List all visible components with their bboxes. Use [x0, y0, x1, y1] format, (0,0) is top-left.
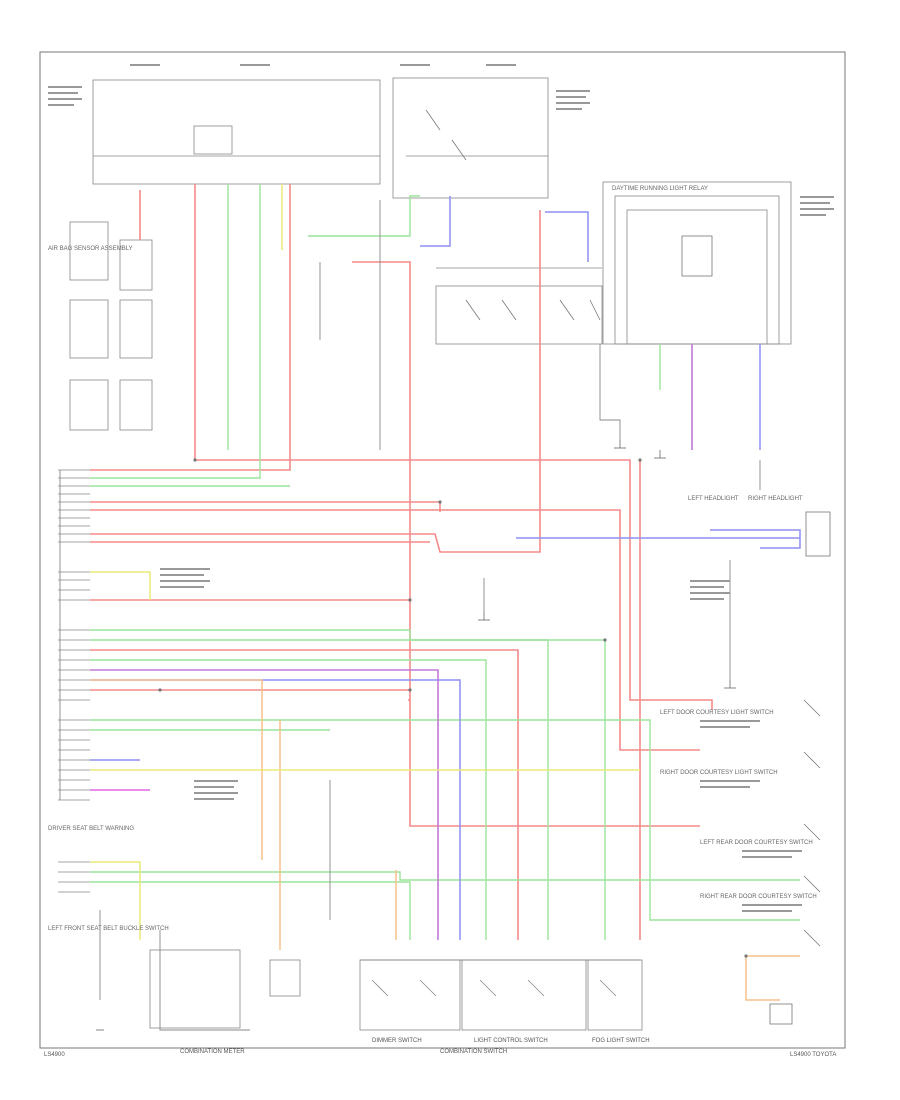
label-left-block-2: DRIVER SEAT BELT WARNING	[48, 826, 134, 832]
diagram-frame	[39, 51, 846, 1049]
label-right-top-block: DAYTIME RUNNING LIGHT RELAY	[612, 186, 708, 192]
relay-contacts	[425, 109, 713, 321]
label-dimmer-switch: DIMMER SWITCH	[372, 1038, 422, 1044]
label-fog-light-switch: FOG LIGHT SWITCH	[592, 1038, 650, 1044]
label-left-headlight: LEFT HEADLIGHT	[688, 496, 739, 502]
splice-dots	[158, 458, 748, 958]
label-right-relay-1: LEFT DOOR COURTESY LIGHT SWITCH	[660, 710, 774, 716]
label-right-relay-2: RIGHT DOOR COURTESY LIGHT SWITCH	[660, 770, 778, 776]
label-light-control-switch: LIGHT CONTROL SWITCH	[474, 1038, 548, 1044]
label-right-relay-3: LEFT REAR DOOR COURTESY SWITCH	[700, 840, 813, 846]
label-right-headlight: RIGHT HEADLIGHT	[748, 496, 803, 502]
microtext-strips	[48, 64, 834, 912]
label-left-block-3: AIR BAG SENSOR ASSEMBLY	[48, 246, 133, 252]
ground-symbols	[96, 440, 736, 1031]
label-right-relay-4: RIGHT REAR DOOR COURTESY SWITCH	[700, 894, 817, 900]
bottom-switch-row	[149, 949, 643, 1031]
footer-left-code: LS4900	[44, 1052, 65, 1058]
left-connector-pins	[58, 469, 90, 893]
top-fuse-block	[92, 77, 792, 345]
left-upper-block	[69, 221, 153, 431]
right-switch-contacts	[769, 511, 831, 1025]
wire-yellow	[90, 184, 640, 940]
label-combination-meter: COMBINATION METER	[180, 1049, 245, 1055]
wire-red	[90, 184, 713, 940]
wire-green	[90, 184, 800, 940]
footer-right-code: LS4900 TOYOTA	[790, 1052, 836, 1058]
wire-purple	[90, 344, 693, 940]
label-left-block-1: LEFT FRONT SEAT BELT BUCKLE SWITCH	[48, 926, 169, 932]
label-combination-switch: COMBINATION SWITCH	[440, 1049, 507, 1055]
wire-orange	[90, 679, 800, 1001]
